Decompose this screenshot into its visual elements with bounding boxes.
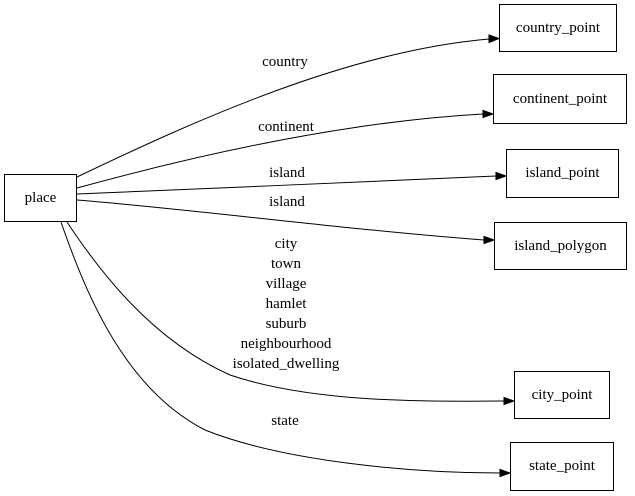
edge-label-city-group: city town village hamlet suburb neighbou…: [233, 234, 340, 374]
edge-label-village: village: [265, 276, 307, 292]
edge-label-neighbourhood: neighbourhood: [240, 336, 332, 352]
edge-label-continent: continent: [258, 119, 314, 135]
edge-place-country-point: [76, 38, 490, 178]
edge-label-island-polygon: island: [269, 194, 305, 210]
arrowhead-continent-point: [482, 109, 495, 119]
edge-label-city: city: [274, 236, 298, 252]
edge-label-state: state: [271, 413, 299, 429]
node-state-point: state_point: [510, 442, 614, 491]
node-island-polygon: island_polygon: [494, 222, 627, 270]
edge-label-country: country: [262, 54, 308, 70]
edge-label-town: town: [271, 256, 301, 272]
edge-label-island-point: island: [269, 165, 305, 181]
node-island-point: island_point: [506, 149, 619, 198]
node-city-point: city_point: [514, 371, 610, 419]
edge-label-suburb: suburb: [265, 316, 307, 332]
arrowhead-country-point: [488, 34, 501, 44]
node-country-point: country_point: [499, 4, 617, 52]
edge-label-isolated-dwelling: isolated_dwelling: [232, 356, 340, 372]
edge-place-island-point: [76, 175, 497, 195]
edge-place-city-point: [66, 221, 505, 402]
node-continent-point: continent_point: [493, 74, 627, 124]
arrowhead-island-polygon: [483, 235, 496, 245]
arrowhead-state-point: [499, 468, 512, 478]
node-place: place: [4, 174, 77, 222]
arrowhead-city-point: [503, 396, 516, 406]
arrowhead-island-point: [495, 171, 508, 181]
edge-place-state-point: [60, 221, 501, 474]
edge-label-hamlet: hamlet: [265, 296, 307, 312]
edge-place-island-polygon: [76, 199, 485, 241]
edge-place-continent-point: [76, 113, 484, 189]
